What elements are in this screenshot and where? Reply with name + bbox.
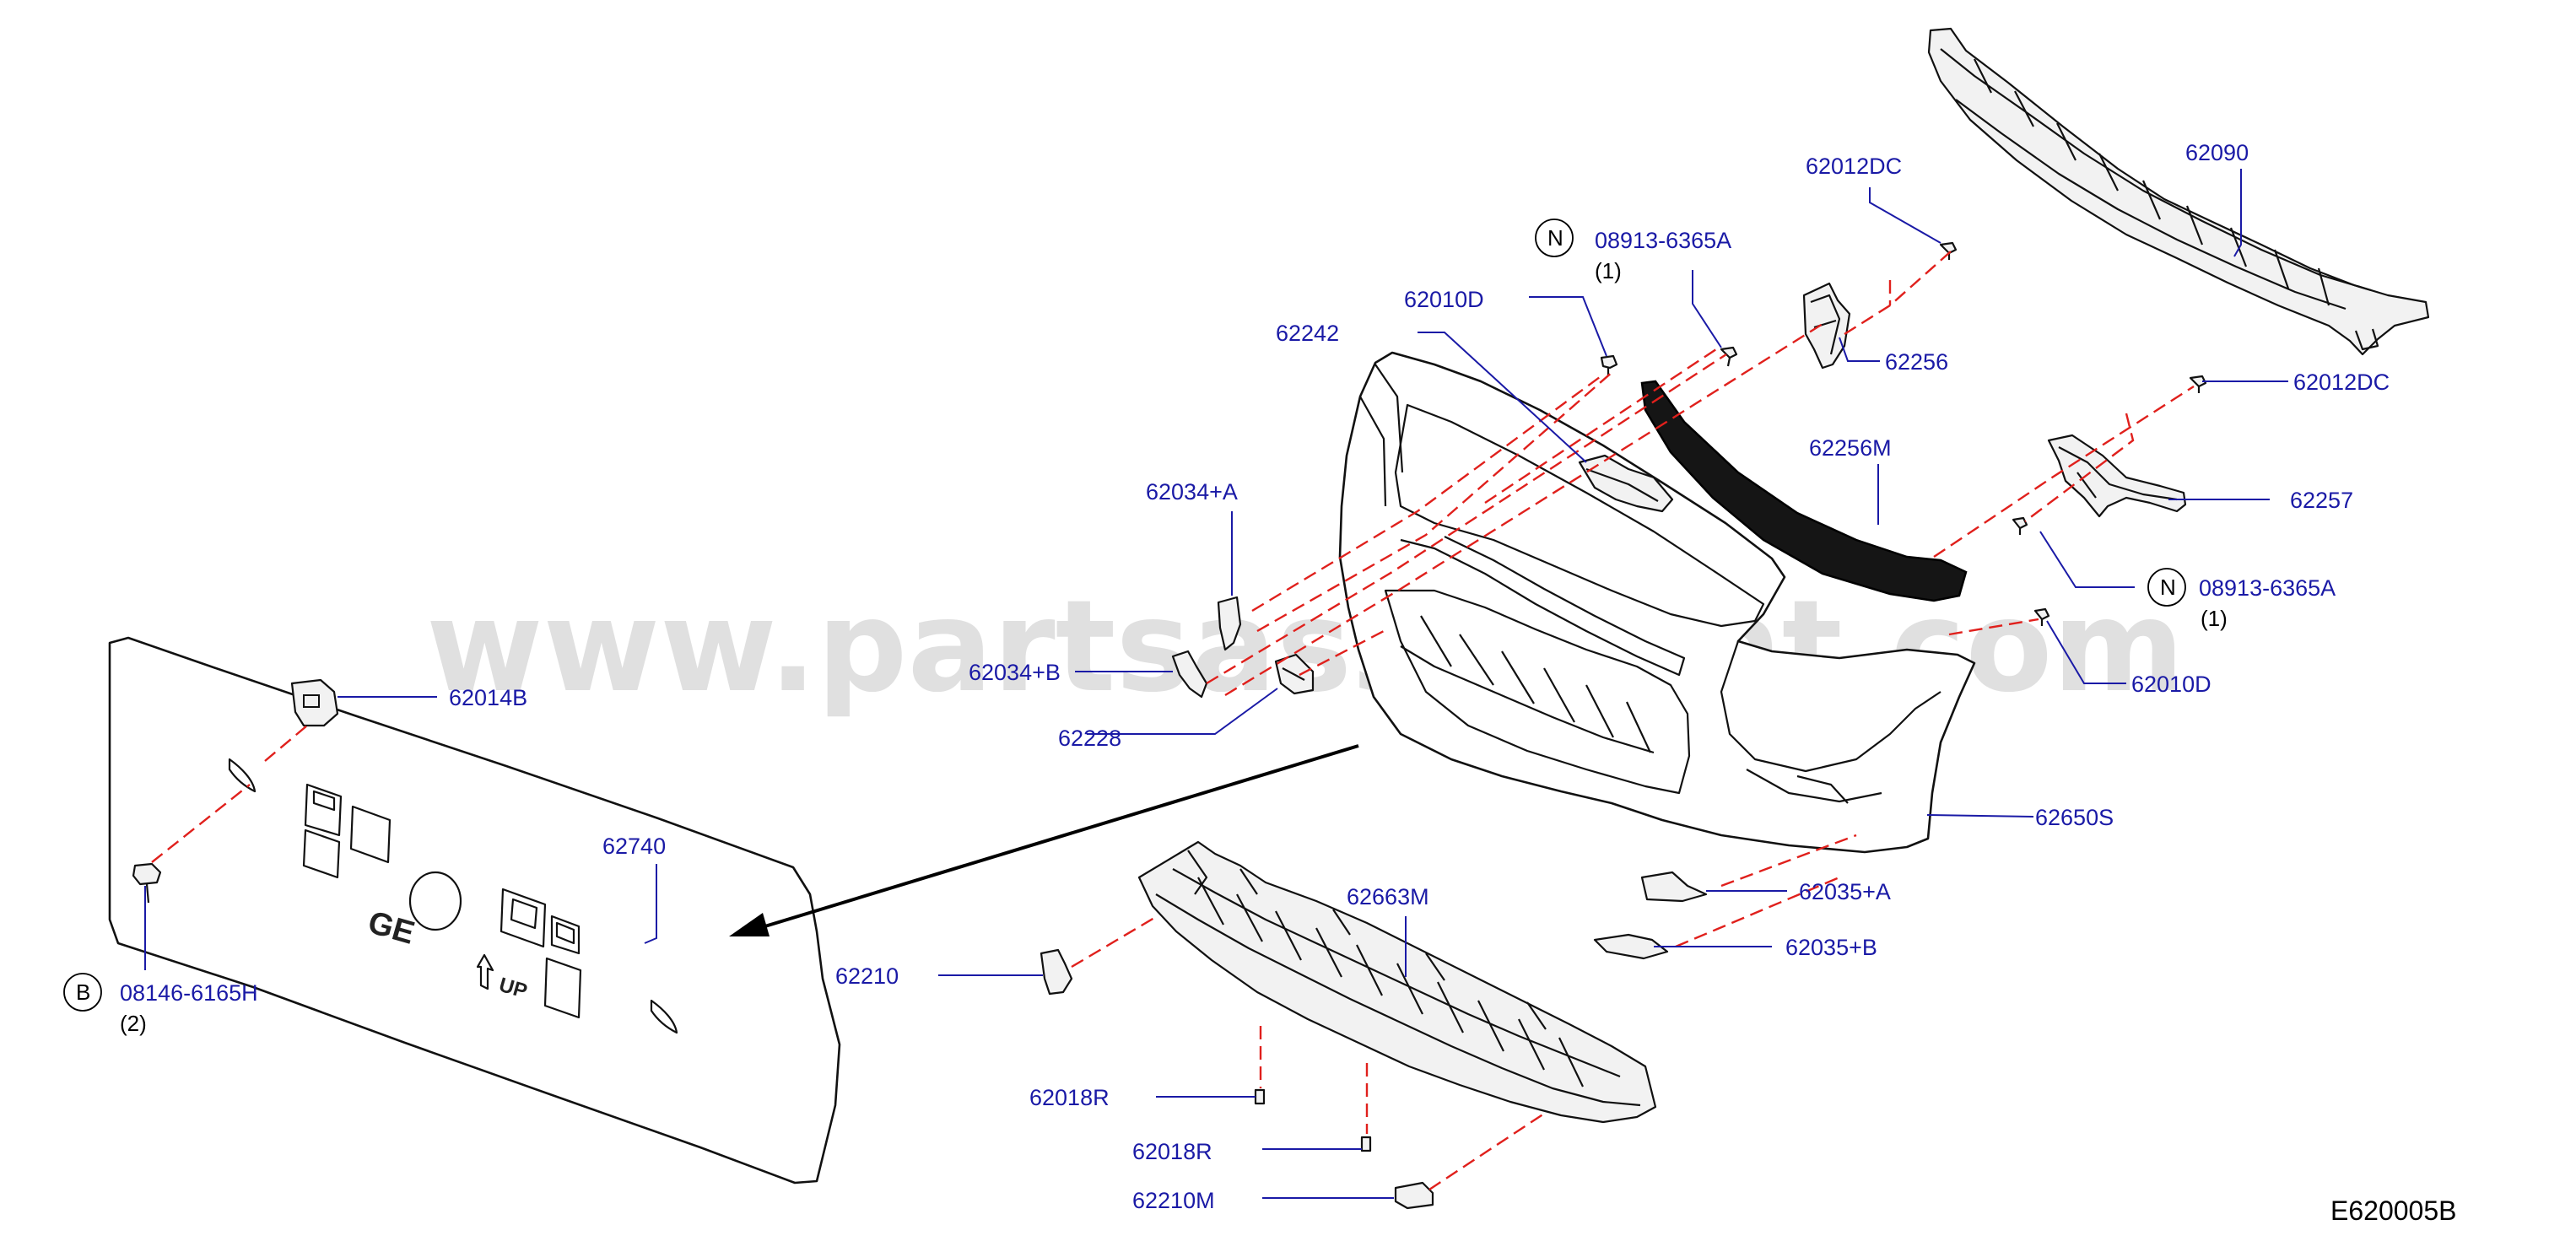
assembly-arrow	[729, 744, 1359, 936]
callout-62650s[interactable]: 62650S	[2035, 805, 2114, 830]
part-grille-strip[interactable]	[1640, 380, 1968, 602]
leader-lines	[144, 169, 2288, 1199]
diagram-code: E620005B	[2330, 1195, 2456, 1226]
prefix-circle-b	[63, 973, 102, 1012]
callout-labels: 62090 62012DC 08913-6365A (1) 62010D 622…	[120, 140, 2390, 1213]
prefix-circles: N N B	[63, 219, 2186, 1012]
callout-08913-top-qty: (1)	[1595, 258, 1622, 283]
part-bumper-fascia[interactable]	[1338, 351, 1976, 854]
callout-08913-right-qty: (1)	[2201, 606, 2228, 631]
callout-62242[interactable]: 62242	[1276, 321, 1339, 346]
callout-62012dc-top[interactable]: 62012DC	[1806, 154, 1902, 179]
callout-62210[interactable]: 62210	[835, 963, 899, 989]
callout-62228[interactable]: 62228	[1058, 726, 1121, 751]
callout-08913-right[interactable]: 08913-6365A	[2199, 575, 2336, 601]
part-spoiler-bracket-a[interactable]	[1640, 871, 1708, 903]
callout-62256[interactable]: 62256	[1885, 349, 1948, 375]
prefix-circle-n-right	[2147, 568, 2186, 607]
part-license-plate-bracket[interactable]: GE UP	[108, 636, 841, 1185]
fasteners	[1254, 241, 2207, 1152]
callout-62034b[interactable]: 62034+B	[969, 660, 1061, 685]
callout-62210m[interactable]: 62210M	[1132, 1188, 1215, 1213]
callout-62740[interactable]: 62740	[602, 834, 666, 859]
part-side-clip-b[interactable]	[1171, 650, 1208, 699]
callout-62090[interactable]: 62090	[2185, 140, 2249, 165]
callout-62018r-b[interactable]: 62018R	[1132, 1139, 1212, 1164]
callout-62663m[interactable]: 62663M	[1347, 884, 1429, 909]
callout-08146-qty: (2)	[120, 1011, 147, 1036]
part-clip-62014b[interactable]	[290, 678, 339, 727]
part-side-clip-a[interactable]	[1217, 596, 1242, 651]
part-bracket-62257[interactable]	[2047, 434, 2187, 518]
part-bracket-62256[interactable]	[1802, 282, 1851, 370]
callout-62012dc-right[interactable]: 62012DC	[2293, 370, 2390, 395]
prefix-b: B	[76, 979, 90, 1005]
prefix-circle-n-top	[1535, 219, 1574, 257]
part-undercover[interactable]	[1137, 840, 1657, 1124]
callout-62010d-right[interactable]: 62010D	[2131, 672, 2211, 697]
part-spoiler-bracket-b[interactable]	[1593, 933, 1669, 960]
callout-62035a[interactable]: 62035+A	[1799, 879, 1891, 904]
callout-62035b[interactable]: 62035+B	[1785, 935, 1877, 960]
part-clip-62210[interactable]	[1040, 948, 1073, 996]
callout-62018r-a[interactable]: 62018R	[1029, 1085, 1110, 1110]
part-screw-08146[interactable]	[132, 862, 162, 904]
part-energy-absorber[interactable]	[1927, 27, 2430, 356]
part-bracket-62228[interactable]	[1274, 653, 1315, 695]
part-clip-62210m[interactable]	[1394, 1181, 1434, 1210]
prefix-n-top: N	[1547, 225, 1563, 251]
callout-08913-top[interactable]: 08913-6365A	[1595, 228, 1731, 253]
callout-62014b[interactable]: 62014B	[449, 685, 527, 710]
callout-62034a[interactable]: 62034+A	[1146, 479, 1238, 505]
callout-62010d-top[interactable]: 62010D	[1404, 287, 1484, 312]
part-upper-retainer[interactable]	[1578, 454, 1674, 513]
callout-08146[interactable]: 08146-6165H	[120, 980, 258, 1006]
callout-62256m[interactable]: 62256M	[1809, 435, 1892, 461]
callout-62257[interactable]: 62257	[2290, 488, 2353, 513]
prefix-n-right: N	[2160, 575, 2176, 600]
